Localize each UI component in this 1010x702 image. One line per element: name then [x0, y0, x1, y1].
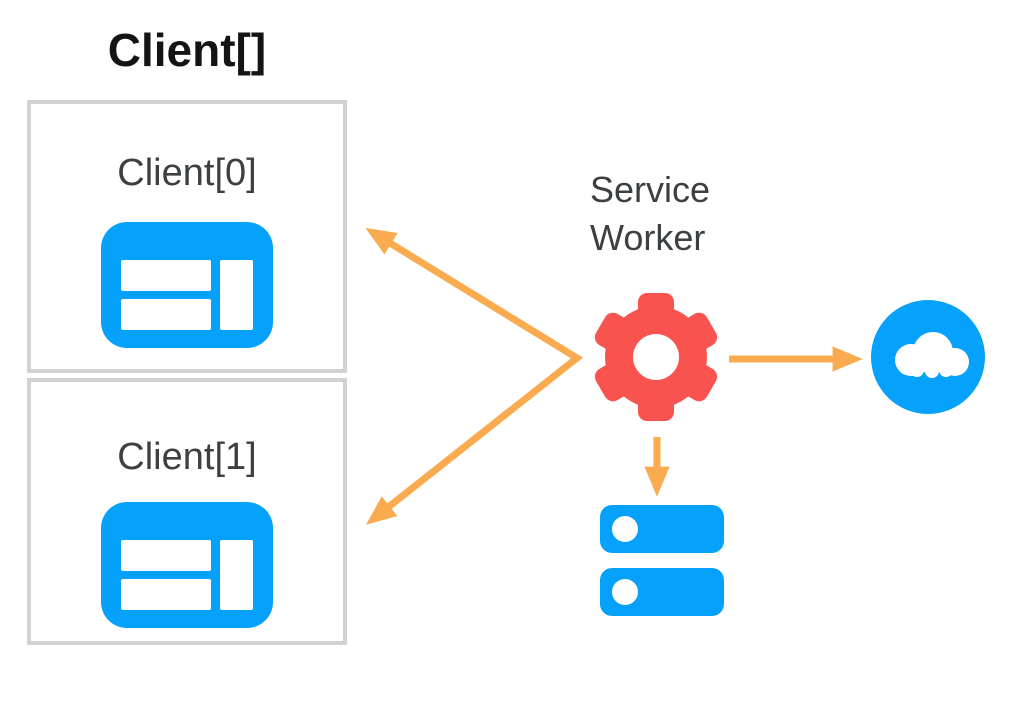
- clients-array-title: Client[]: [107, 24, 267, 76]
- gear-center-hole: [633, 334, 679, 380]
- client-1-node: Client[1]: [27, 378, 347, 645]
- browser-content-row-bottom: [121, 299, 211, 330]
- client-1-label: Client[1]: [117, 436, 257, 478]
- gear-body: [594, 293, 718, 421]
- database-bottom-disk: [600, 568, 724, 616]
- gear-icon: [594, 293, 718, 421]
- service-worker-label: Service Worker: [590, 169, 711, 258]
- browser-content-row-top: [121, 260, 211, 291]
- browser-window-icon: [101, 502, 273, 628]
- arrow-service-worker-to-clients: [365, 227, 584, 525]
- browser-sidebar-panel: [220, 540, 253, 610]
- browser-sidebar-panel: [220, 260, 253, 330]
- client-0-label: Client[0]: [117, 152, 257, 194]
- browser-content-row-bottom: [121, 579, 211, 610]
- browser-content-row-top: [121, 540, 211, 571]
- client-0-node: Client[0]: [27, 100, 347, 373]
- browser-window-icon: [101, 222, 273, 348]
- database-top-disk: [600, 505, 724, 553]
- cloud-shape: [895, 332, 969, 378]
- database-icon: [600, 505, 724, 616]
- cloud-icon: [871, 300, 985, 414]
